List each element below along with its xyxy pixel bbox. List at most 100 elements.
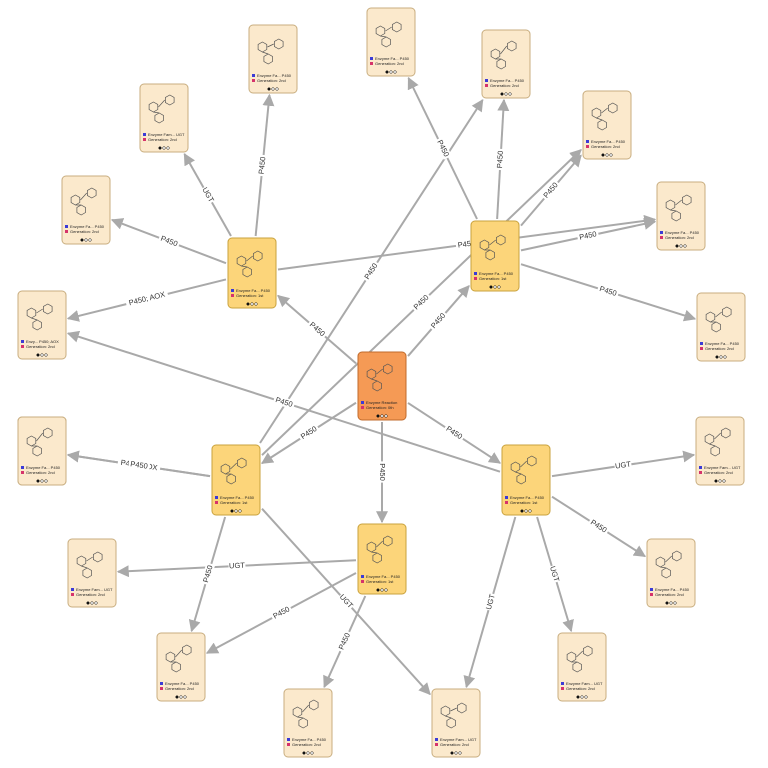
status-dot-icon [94, 601, 98, 605]
status-dot-icon [669, 601, 673, 605]
enzyme-family-label: Enzyme Fa... P450 [165, 681, 200, 686]
node-card[interactable] [17, 290, 67, 360]
molecule-structure-icon [479, 234, 506, 261]
node-card[interactable] [61, 175, 111, 245]
legend-square-icon [21, 471, 24, 474]
node-card[interactable] [139, 83, 189, 153]
generation-label: Generation: 2nd [440, 742, 469, 747]
generation-label: Generation: 2nd [490, 83, 519, 88]
molecule-structure-icon [705, 306, 732, 333]
generation-label: Generation: 1st [479, 276, 507, 281]
status-dot-icon [90, 601, 94, 605]
status-dot-icon [166, 146, 170, 150]
molecule-structure-icon [665, 194, 692, 222]
node-card[interactable] [227, 237, 277, 309]
node-card[interactable] [481, 29, 531, 99]
node-card[interactable] [695, 416, 745, 486]
enzyme-family-label: Enzyme Fa... P450 [26, 465, 61, 470]
node-card[interactable] [366, 7, 416, 77]
generation-label: Generation: 2nd [70, 229, 99, 234]
status-dot-icon [665, 601, 669, 605]
status-dot-icon [238, 509, 242, 513]
edge-label-group: UGT [483, 592, 498, 612]
status-dot-icon [393, 70, 397, 74]
status-dot-icon [718, 479, 722, 483]
enzyme-family-label: Enzyme Fa... P450 [366, 574, 401, 579]
legend-square-icon [586, 140, 589, 143]
generation-label: Generation: 2nd [375, 61, 404, 66]
node-card[interactable] [248, 24, 298, 94]
node-card[interactable] [156, 632, 206, 702]
status-dot-icon [723, 355, 727, 359]
node-card[interactable] [283, 688, 333, 758]
edge-label-group: P450 [442, 423, 466, 443]
legend-square-icon [699, 471, 702, 474]
node-card[interactable] [582, 90, 632, 160]
status-dot-icon [44, 479, 48, 483]
node-card[interactable] [357, 523, 407, 595]
enzyme-family-label: Enzyme Fam... UGT [704, 465, 741, 470]
status-dot-icon [450, 751, 454, 755]
status-dot-icon [715, 355, 719, 359]
molecule-structure-icon [366, 363, 393, 392]
status-dot-icon [183, 695, 187, 699]
enzyme-family-label: Enzyme Fam... UGT [440, 737, 477, 742]
edge-label-group: UGT [228, 561, 246, 571]
status-dot-icon [162, 146, 166, 150]
node-card[interactable] [470, 220, 520, 292]
edge-label: P450; AOX [128, 290, 166, 308]
enzyme-family-label: Enzyme Fa... P450 [665, 230, 700, 235]
status-dot-icon [254, 302, 258, 306]
legend-square-icon [485, 79, 488, 82]
legend-square-icon [660, 236, 663, 239]
edge-label-group: P450 [157, 233, 181, 250]
status-dot-icon [88, 238, 92, 242]
node-card[interactable] [656, 181, 706, 251]
edge-label: P450 [337, 631, 352, 651]
status-dot-icon [520, 509, 524, 513]
node-card[interactable] [557, 632, 607, 702]
status-dot-icon [584, 695, 588, 699]
node-card[interactable] [646, 538, 696, 608]
enzyme-family-label: Enzyme Fa... P450 [375, 56, 410, 61]
status-dot-icon [36, 479, 40, 483]
edge-label: P450 [257, 156, 268, 174]
generation-label: Generation: 2nd [704, 470, 733, 475]
node-card[interactable] [696, 292, 746, 362]
status-dot-icon [500, 92, 504, 96]
node-card[interactable] [431, 688, 481, 758]
node-card[interactable] [211, 444, 261, 516]
node-card[interactable] [67, 538, 117, 608]
legend-square-icon [21, 466, 24, 469]
molecule-structure-icon [76, 551, 103, 579]
status-dot-icon [489, 285, 493, 289]
enzyme-family-label: Enzyme Fa... P450 [705, 341, 740, 346]
node-card[interactable] [357, 351, 407, 421]
legend-square-icon [231, 294, 234, 297]
node-card[interactable] [17, 416, 67, 486]
status-dot-icon [376, 414, 380, 418]
